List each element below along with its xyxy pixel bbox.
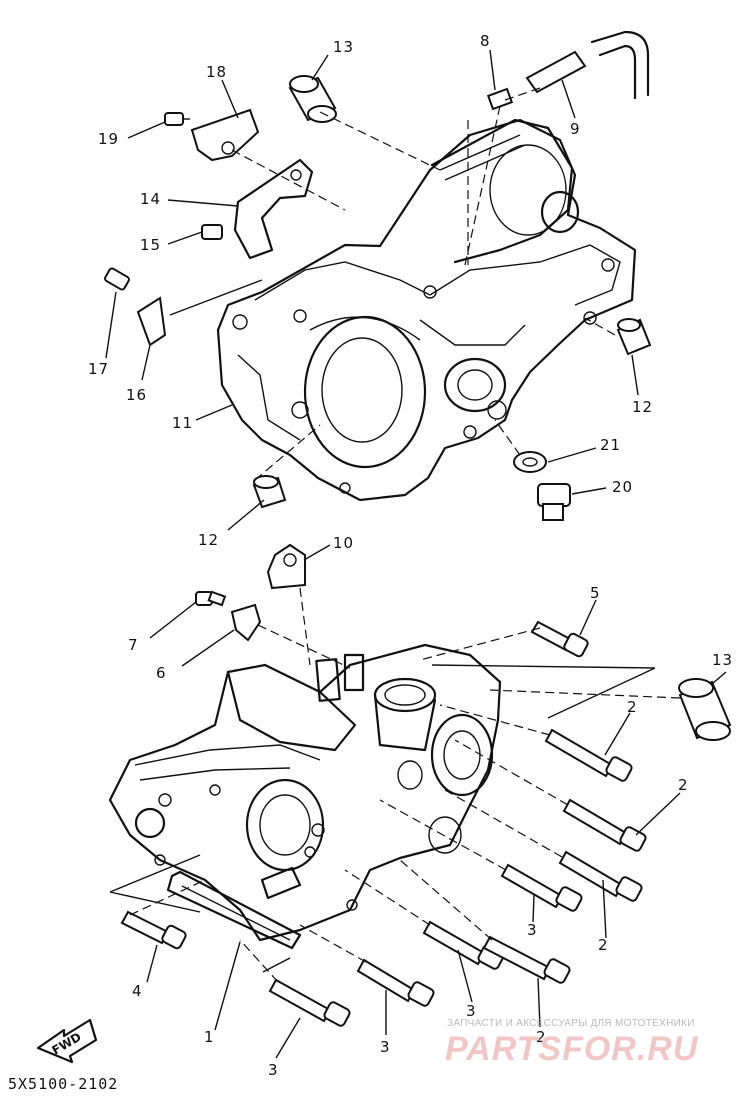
callout-7: 7	[128, 636, 139, 654]
part-16-clip	[136, 296, 167, 347]
fwd-arrow-icon: FWD	[36, 1018, 98, 1064]
callout-11: 11	[172, 414, 193, 432]
callout-3-d: 3	[268, 1061, 279, 1079]
part-4-bolt	[120, 910, 187, 950]
part-19-screw	[164, 112, 190, 126]
callout-19: 19	[98, 130, 119, 148]
upper-guide-lines	[231, 87, 616, 481]
part-14-plate	[233, 158, 314, 260]
part-6-clip	[230, 603, 262, 642]
part-2-bolt-d	[482, 935, 571, 984]
part-3-bolt-c	[356, 958, 435, 1007]
part-12-dowel-right	[616, 318, 652, 356]
part-2-bolt-c	[558, 850, 643, 902]
callout-12-right: 12	[632, 398, 653, 416]
part-20-drain-bolt	[537, 483, 571, 521]
callout-10: 10	[333, 534, 354, 552]
callout-20: 20	[612, 478, 633, 496]
part-5-bolt	[530, 620, 589, 658]
callout-2-b: 2	[678, 776, 689, 794]
lower-guide-lines	[109, 587, 681, 983]
part-17-screw	[104, 267, 130, 291]
callout-16: 16	[126, 386, 147, 404]
part-2-bolt-a	[544, 728, 633, 782]
watermark-logo: PARTSFOR.RU	[445, 1030, 699, 1068]
callout-6: 6	[156, 664, 167, 682]
callout-21: 21	[600, 436, 621, 454]
callout-2-d: 2	[536, 1028, 547, 1046]
lower-small-parts	[120, 543, 732, 1027]
part-18-clamp	[190, 108, 260, 162]
part-7-screw	[195, 590, 227, 607]
callout-3-c: 3	[380, 1038, 391, 1056]
callout-8: 8	[480, 32, 491, 50]
callout-12-left: 12	[198, 531, 219, 549]
crankcase-right-half	[216, 118, 637, 502]
callout-17: 17	[88, 360, 109, 378]
callout-9: 9	[570, 120, 581, 138]
part-3-bolt-d	[268, 978, 351, 1027]
callout-3-b: 3	[466, 1002, 477, 1020]
callout-18: 18	[206, 63, 227, 81]
callout-leaders	[105, 49, 727, 1059]
part-12-dowel-left	[252, 475, 287, 509]
part-13-bearing-upper	[288, 75, 337, 123]
part-2-bolt-b	[562, 798, 647, 852]
diagram-part-code: 5X5100-2102	[8, 1075, 119, 1093]
callout-labels: 13 8 18 9 19 14 15 17 16 11 12 12 21 20 …	[88, 32, 733, 1079]
part-9-hose	[525, 30, 650, 100]
callout-5: 5	[590, 584, 601, 602]
callout-13-upper: 13	[333, 38, 354, 56]
part-15-screw	[201, 224, 223, 240]
callout-15: 15	[140, 236, 161, 254]
callout-4: 4	[132, 982, 143, 1000]
part-21-washer	[513, 451, 547, 473]
upper-small-parts	[104, 30, 652, 521]
part-8-fitting	[486, 87, 514, 111]
part-10-bracket	[266, 543, 306, 590]
part-13-bearing-lower	[678, 678, 732, 741]
crankcase-left-half	[108, 643, 502, 950]
callout-2-a: 2	[627, 698, 638, 716]
callout-3-a: 3	[527, 921, 538, 939]
watermark-caption: ЗАПЧАСТИ И АКСЕССУАРЫ ДЛЯ МОТОТЕХНИКИ	[447, 1018, 695, 1029]
callout-2-c: 2	[598, 936, 609, 954]
part-3-bolt-a	[500, 863, 583, 912]
callout-13-lower: 13	[712, 651, 733, 669]
callout-14: 14	[140, 190, 161, 208]
callout-1: 1	[204, 1028, 215, 1046]
